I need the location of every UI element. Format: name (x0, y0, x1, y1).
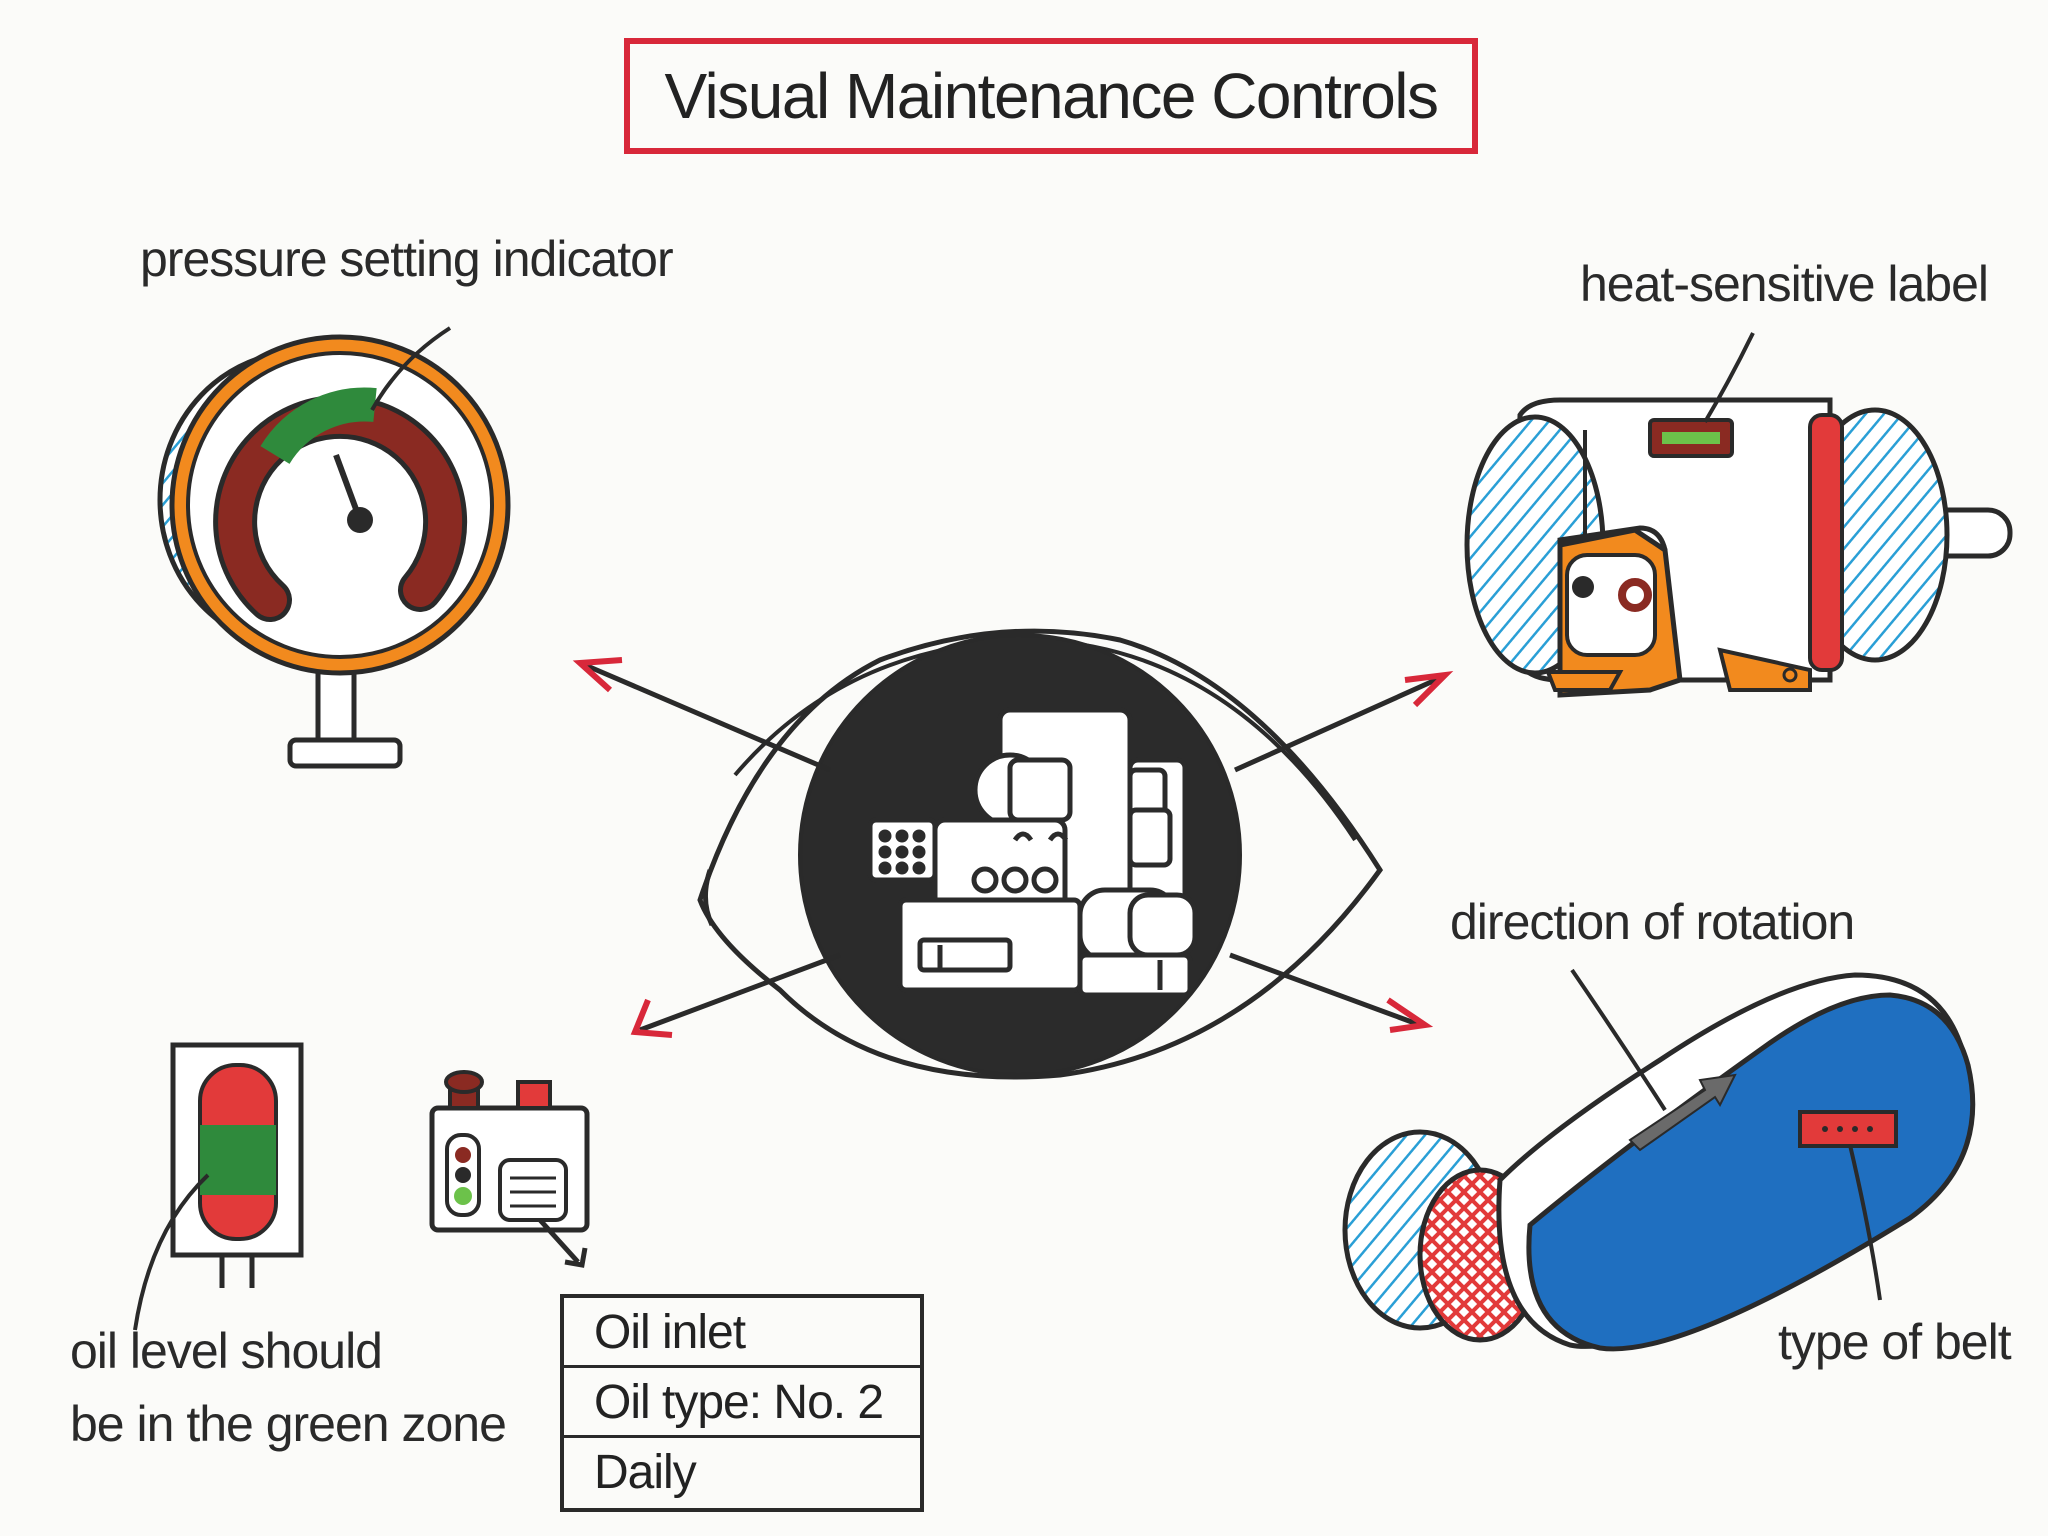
oil-sight-glass-icon (133, 1042, 304, 1331)
type-of-belt-label: type of belt (1778, 1314, 2012, 1370)
arrow-top-left (572, 657, 831, 773)
pressure-gauge-icon (157, 326, 511, 769)
page-title: Visual Maintenance Controls (664, 60, 1440, 132)
title-box: Visual Maintenance Controls (624, 38, 1478, 154)
pressure-setting-label: pressure setting indicator (140, 231, 674, 287)
oil-info-table: Oil inlet Oil type: No. 2 Daily (560, 1294, 924, 1512)
heat-sensitive-label: heat-sensitive label (1580, 256, 1989, 312)
oil-level-label-line1: oil level should (70, 1323, 383, 1379)
direction-of-rotation-label: direction of rotation (1450, 894, 1855, 950)
oil-info-row: Oil type: No. 2 (564, 1368, 920, 1438)
oil-info-row: Daily (594, 1446, 697, 1499)
oil-info-row: Oil inlet (564, 1298, 920, 1368)
machine-icon (867, 707, 1198, 998)
belt-drive-icon (1342, 968, 1976, 1352)
arrow-top-right (1233, 670, 1454, 773)
oil-level-label-line2: be in the green zone (70, 1396, 507, 1452)
arrow-bottom-right (1229, 952, 1434, 1033)
oil-tank-icon (429, 1070, 590, 1268)
arrow-bottom-left (630, 952, 841, 1038)
motor-icon (1464, 332, 2013, 698)
